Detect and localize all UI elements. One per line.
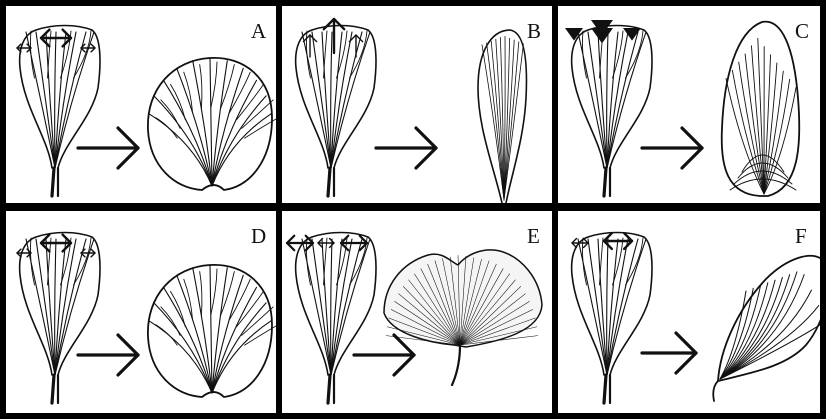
fan-vein bbox=[149, 114, 212, 186]
panel-label-f: F bbox=[795, 226, 807, 247]
panel-d: D bbox=[6, 211, 276, 413]
vein-branch bbox=[48, 238, 52, 285]
panel-e-drawing bbox=[282, 211, 552, 413]
arrest-marker-right bbox=[623, 28, 641, 41]
vein-branch bbox=[600, 238, 604, 285]
panel-label-e: E bbox=[527, 226, 540, 247]
initial-leaf bbox=[572, 233, 652, 404]
transition-arrow bbox=[376, 128, 436, 168]
panel-a-drawing bbox=[6, 6, 276, 203]
panel-label-c: C bbox=[795, 21, 809, 42]
petiole bbox=[328, 168, 330, 196]
ginkgo-petiole bbox=[452, 345, 460, 385]
vein-branch bbox=[30, 31, 34, 78]
growth-arrow-left bbox=[17, 249, 31, 257]
petiole bbox=[52, 375, 54, 403]
transition-arrow bbox=[354, 335, 414, 375]
vein bbox=[36, 239, 55, 375]
panel-e: E bbox=[282, 211, 552, 413]
vein bbox=[607, 32, 646, 168]
arched-leaf bbox=[722, 22, 800, 196]
narrow-leaf bbox=[478, 30, 526, 203]
fan-vein bbox=[149, 321, 212, 393]
vein bbox=[312, 239, 331, 375]
asym-outline bbox=[718, 256, 820, 381]
vein bbox=[607, 239, 646, 375]
panel-a: A bbox=[6, 6, 276, 203]
arched-vein bbox=[739, 62, 764, 194]
panel-c-drawing bbox=[558, 6, 820, 203]
growth-arrow-right bbox=[341, 236, 367, 251]
vein bbox=[312, 32, 331, 168]
petiole bbox=[52, 168, 54, 196]
asymmetric-leaf bbox=[713, 256, 820, 401]
fan-vein bbox=[212, 321, 271, 393]
panel-b-drawing bbox=[282, 6, 552, 203]
arched-vein bbox=[764, 55, 771, 194]
panel-label-a: A bbox=[251, 21, 266, 42]
vein-branch bbox=[324, 31, 328, 78]
fan-leaf bbox=[148, 58, 276, 190]
fan-vein bbox=[212, 114, 271, 186]
growth-arrow-left bbox=[17, 44, 31, 52]
panel-label-d: D bbox=[251, 226, 266, 247]
vein bbox=[36, 32, 55, 168]
panel-b: B bbox=[282, 6, 552, 203]
transition-arrow bbox=[642, 128, 702, 168]
fan-leaf bbox=[148, 265, 276, 397]
vein-branch bbox=[582, 31, 586, 78]
vein bbox=[331, 32, 370, 168]
ginkgo-leaf bbox=[384, 250, 542, 385]
vein-branch bbox=[30, 238, 34, 285]
transition-arrow bbox=[78, 128, 138, 168]
asym-petiole bbox=[713, 381, 718, 401]
panel-c: C bbox=[558, 6, 820, 203]
arrest-marker-center-bottom bbox=[591, 28, 613, 43]
initial-leaf bbox=[572, 26, 652, 197]
panel-f-drawing bbox=[558, 211, 820, 413]
petiole bbox=[328, 375, 330, 403]
initial-leaf bbox=[20, 26, 100, 197]
fan-vein-branch bbox=[211, 269, 217, 315]
vein-branch bbox=[324, 238, 328, 285]
transition-arrow bbox=[642, 333, 696, 373]
petiole bbox=[604, 375, 606, 403]
panel-label-b: B bbox=[527, 21, 541, 42]
growth-arrow-right bbox=[604, 233, 632, 249]
vein bbox=[588, 239, 607, 375]
panel-d-drawing bbox=[6, 211, 276, 413]
initial-leaf bbox=[20, 233, 100, 404]
initial-leaf bbox=[296, 233, 376, 404]
petiole bbox=[604, 168, 606, 196]
transition-arrow bbox=[78, 335, 138, 375]
panel-f: F bbox=[558, 211, 820, 413]
initial-leaf bbox=[296, 26, 376, 197]
fan-vein-branch bbox=[211, 62, 217, 108]
vein bbox=[588, 32, 607, 168]
